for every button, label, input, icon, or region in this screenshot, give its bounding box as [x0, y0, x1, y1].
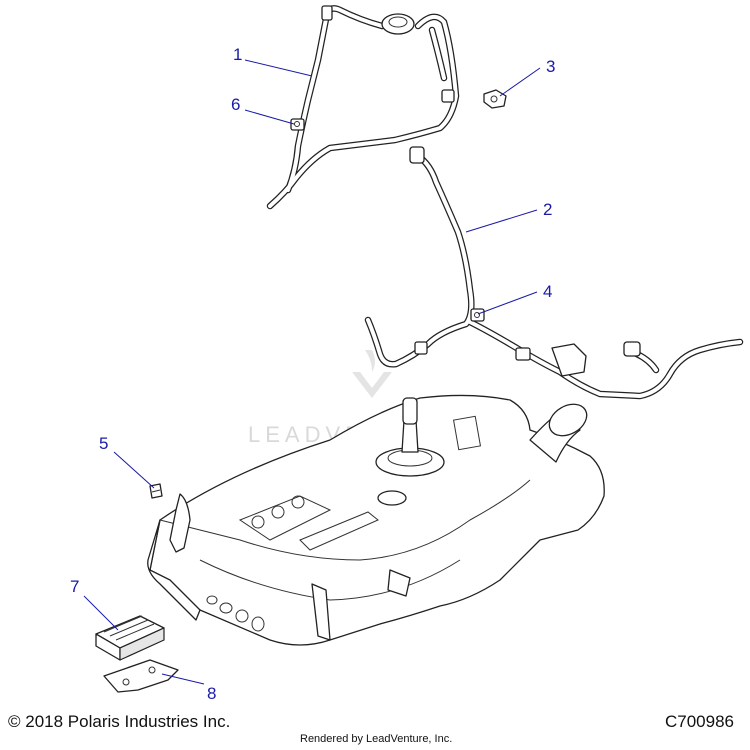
leader-6 — [244, 109, 295, 125]
fuel-tank[interactable] — [147, 394, 605, 646]
callout-5[interactable]: 5 — [99, 434, 108, 453]
part-7-module[interactable] — [95, 615, 165, 661]
hose-clamp-right — [441, 89, 455, 103]
leader-4 — [477, 291, 538, 315]
callouts: 1 2 3 4 5 6 7 8 — [70, 45, 555, 703]
watermark-flame-icon — [365, 350, 375, 372]
leader-7 — [83, 595, 119, 631]
part-2-fuel-line[interactable] — [364, 146, 744, 400]
leader-3 — [499, 67, 541, 97]
callout-6[interactable]: 6 — [231, 95, 240, 114]
filler-cap — [548, 403, 588, 437]
callout-3[interactable]: 3 — [546, 57, 555, 76]
copyright-text: © 2018 Polaris Industries Inc. — [8, 712, 231, 731]
fuel-line-connector-top — [409, 146, 425, 164]
rendered-by-text: Rendered by LeadVenture, Inc. — [300, 733, 453, 745]
leader-1 — [244, 59, 313, 77]
tank-strap-front — [311, 583, 331, 641]
leader-lines — [83, 59, 541, 685]
callout-4[interactable]: 4 — [543, 282, 552, 301]
leader-2 — [465, 209, 538, 233]
leader-5 — [113, 451, 155, 489]
fuel-pump-stem — [401, 419, 419, 453]
fuel-line-clamp-left — [414, 341, 428, 355]
callout-2[interactable]: 2 — [543, 200, 552, 219]
part-4-clamp[interactable] — [470, 308, 485, 322]
part-8-plate[interactable] — [103, 659, 179, 693]
hose-clamp-top — [321, 5, 333, 21]
part-3-clip[interactable] — [483, 89, 507, 109]
callout-7[interactable]: 7 — [70, 577, 79, 596]
callout-1[interactable]: 1 — [233, 45, 242, 64]
part-1-vent-hose[interactable] — [266, 5, 460, 210]
fuel-line-connector-mid — [515, 347, 531, 361]
tank-port — [377, 490, 407, 506]
fuel-pump-connector — [402, 397, 418, 425]
tank-strap-right — [387, 569, 411, 597]
tank-mount-left — [147, 519, 201, 621]
part-6-clamp[interactable] — [290, 118, 305, 131]
callout-8[interactable]: 8 — [207, 684, 216, 703]
fuel-line-connector-right — [623, 341, 641, 357]
tank-strap-left — [169, 493, 191, 553]
leader-8 — [161, 673, 205, 685]
diagram-code: C700986 — [664, 712, 734, 731]
watermark-logo-icon — [352, 372, 392, 398]
fuel-line-bracket — [551, 343, 587, 377]
